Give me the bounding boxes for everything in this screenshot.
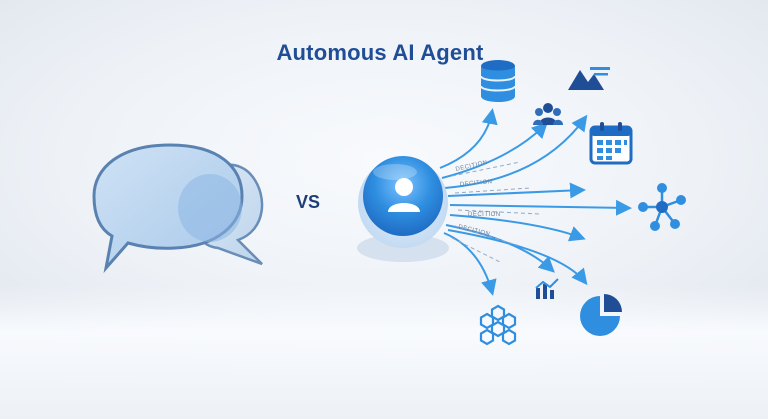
hexagon-grid-icon xyxy=(479,304,517,346)
vs-label: VS xyxy=(296,192,321,212)
floor-reflection xyxy=(0,285,768,419)
pie-chart-icon xyxy=(580,294,622,336)
flow-label-3: DECITION xyxy=(468,212,501,218)
page-title: Automous AI Agent xyxy=(276,40,484,65)
flow-label-2: DECITION xyxy=(460,179,493,188)
image-icon xyxy=(568,67,610,90)
database-icon xyxy=(480,60,516,102)
network-icon xyxy=(638,183,686,231)
calendar-icon xyxy=(589,122,633,165)
users-icon xyxy=(533,103,563,125)
bar-chart-icon xyxy=(535,278,559,299)
